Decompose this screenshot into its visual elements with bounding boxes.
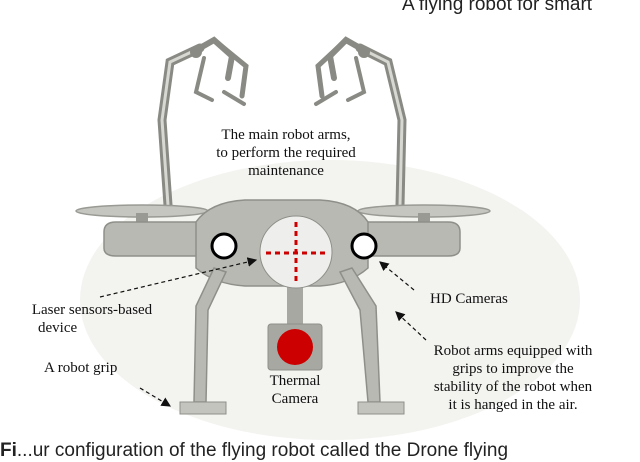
label-main-arms-line2: to perform the required xyxy=(216,145,356,161)
label-laser-line2: device xyxy=(38,320,78,336)
hd-cameras xyxy=(210,232,378,260)
caption-text: ...ur configuration of the flying robot … xyxy=(16,440,509,461)
label-arms-grip-line4: it is hanged in the air. xyxy=(448,397,578,413)
label-thermal-line2: Camera xyxy=(271,391,319,407)
label-main-arms-line3: maintenance xyxy=(248,163,324,179)
laser-sensor-device xyxy=(259,215,333,289)
right-robot-arm xyxy=(314,36,407,210)
label-robot-arms-grips: Robot arms equipped with grips to improv… xyxy=(410,342,616,414)
label-laser-sensor: Laser sensors-based device xyxy=(12,301,172,337)
figure-caption: Fi...ur configuration of the flying robo… xyxy=(0,440,508,462)
left-robot-arm xyxy=(157,36,249,210)
label-arms-grip-line2: grips to improve the xyxy=(452,361,574,377)
label-main-arms: The main robot arms, to perform the requ… xyxy=(198,126,374,180)
thermal-camera xyxy=(267,284,323,371)
label-arms-grip-line3: stability of the robot when xyxy=(433,379,593,395)
label-robot-grip: A robot grip xyxy=(44,360,118,376)
label-thermal-camera: Thermal Camera xyxy=(252,372,338,408)
label-arms-grip-line1: Robot arms equipped with xyxy=(433,343,593,359)
pointer-arrows xyxy=(99,257,427,407)
robot-grips xyxy=(179,401,405,415)
header-title: A flying robot for smart xyxy=(402,0,593,15)
label-thermal-line1: Thermal xyxy=(269,373,321,389)
caption-prefix: Fi xyxy=(0,440,17,461)
label-hd-cameras: HD Cameras xyxy=(430,291,508,307)
label-main-arms-line1: The main robot arms, xyxy=(221,127,351,143)
label-laser-line1: Laser sensors-based xyxy=(31,302,153,318)
